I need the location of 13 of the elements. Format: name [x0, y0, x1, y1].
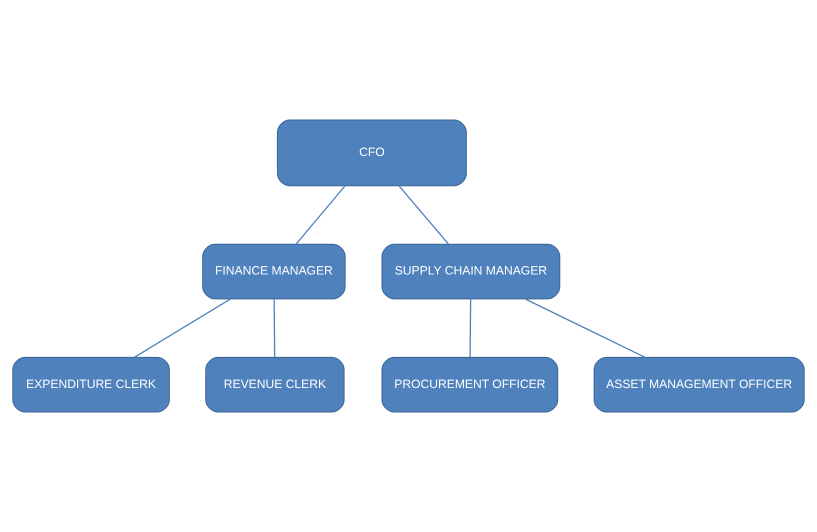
node-box: EXPENDITURE CLERK: [12, 356, 170, 412]
node-box: REVENUE CLERK: [205, 356, 345, 412]
node-box: PROCUREMENT OFFICER: [381, 356, 558, 412]
connector: [296, 185, 346, 245]
connector: [469, 298, 472, 358]
connector: [134, 298, 231, 358]
node-box: FINANCE MANAGER: [202, 244, 346, 300]
node-box: CFO: [276, 120, 467, 186]
node-box: SUPPLY CHAIN MANAGER: [381, 244, 560, 300]
connector: [398, 185, 450, 245]
node-box: ASSET MANAGEMENT OFFICER: [594, 356, 805, 412]
connector: [273, 298, 276, 358]
connector: [524, 298, 646, 358]
